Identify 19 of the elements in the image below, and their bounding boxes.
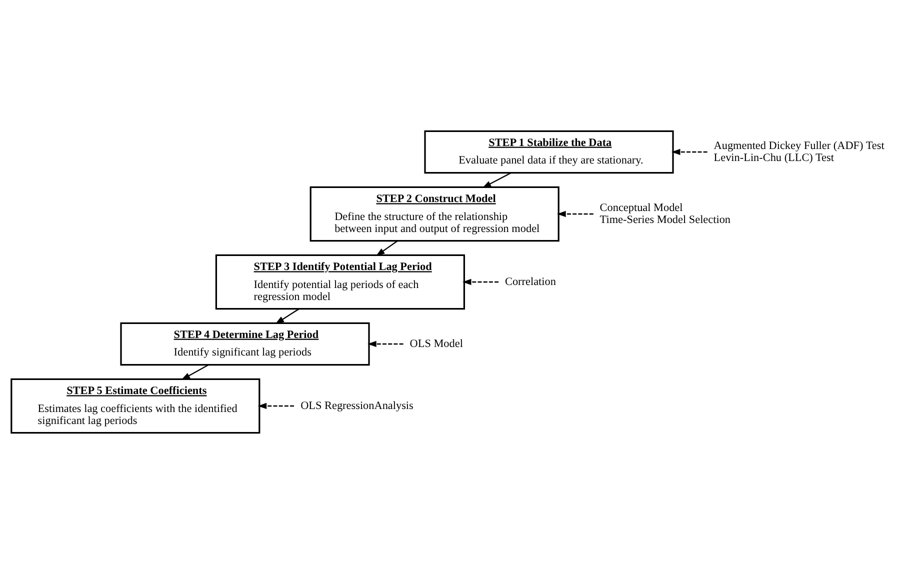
- arrow: [482, 172, 512, 188]
- node-text: OLS Model: [410, 337, 463, 350]
- arrow: [557, 210, 594, 217]
- node-box: STEP 3 Identify Potential Lag Period Identify potential lag periods of each regression model: [215, 254, 465, 310]
- arrow: [368, 340, 404, 347]
- arrow: [258, 402, 294, 409]
- arrow: [376, 240, 398, 256]
- arrow: [181, 364, 209, 380]
- node-box: STEP 4 Determine Lag Period Identify significant lag periods: [120, 322, 370, 366]
- arrow: [275, 308, 300, 324]
- node-text: Correlation: [505, 275, 556, 288]
- node-box: STEP 2 Construct Model Define the structure of the relationship between input and output of regression model: [310, 186, 560, 242]
- arrow: [462, 278, 499, 285]
- node-box: STEP 1 Stabilize the Data Evaluate panel data if they are stationary.: [424, 130, 674, 174]
- arrow: [671, 148, 708, 155]
- node-box: STEP 5 Estimate Coefficients Estimates lag coefficients with the identified significant lag periods: [10, 378, 260, 434]
- node-text: Conceptual Model Time-Series Model Selection: [600, 201, 731, 226]
- node-text: Augmented Dickey Fuller (ADF) Test Levin-Lin-Chu (LLC) Test: [714, 139, 884, 164]
- node-text: OLS RegressionAnalysis: [300, 399, 414, 412]
